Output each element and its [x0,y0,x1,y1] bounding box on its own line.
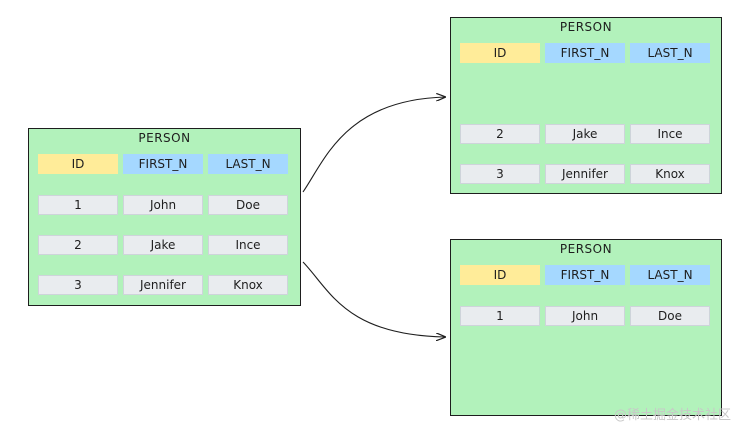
table-title: PERSON [559,242,613,256]
header-first-n: FIRST_N [123,154,203,174]
cell-first-n: John [123,195,203,215]
table-title: PERSON [559,20,613,34]
header-id: ID [460,265,540,285]
watermark: @稀土掘金技术社区 [613,408,731,423]
cell-first-n: Jennifer [123,275,203,295]
table-title: PERSON [138,131,191,145]
arrow-to-top-table [302,97,445,193]
cell-id: 2 [38,235,118,255]
cell-first-n: John [545,306,625,326]
arrow-to-bottom-table [302,261,445,337]
cell-last-n: Ince [630,124,710,144]
cell-id: 2 [460,124,540,144]
cell-last-n: Knox [208,275,288,295]
cell-last-n: Doe [630,306,710,326]
cell-first-n: Jake [123,235,203,255]
cell-id: 3 [38,275,118,295]
cell-first-n: Jake [545,124,625,144]
header-last-n: LAST_N [630,43,710,63]
cell-id: 3 [460,164,540,184]
header-last-n: LAST_N [630,265,710,285]
header-id: ID [460,43,540,63]
cell-last-n: Doe [208,195,288,215]
header-id: ID [38,154,118,174]
header-last-n: LAST_N [208,154,288,174]
person-table-top: PERSON ID FIRST_N LAST_N 2 Jake Ince 3 J… [450,17,722,194]
person-table-bottom: PERSON ID FIRST_N LAST_N 1 John Doe [450,239,722,416]
cell-first-n: Jennifer [545,164,625,184]
header-first-n: FIRST_N [545,43,625,63]
cell-last-n: Knox [630,164,710,184]
header-first-n: FIRST_N [545,265,625,285]
cell-last-n: Ince [208,235,288,255]
cell-id: 1 [460,306,540,326]
cell-id: 1 [38,195,118,215]
person-table-original: PERSON ID FIRST_N LAST_N 1 John Doe 2 Ja… [28,128,301,306]
